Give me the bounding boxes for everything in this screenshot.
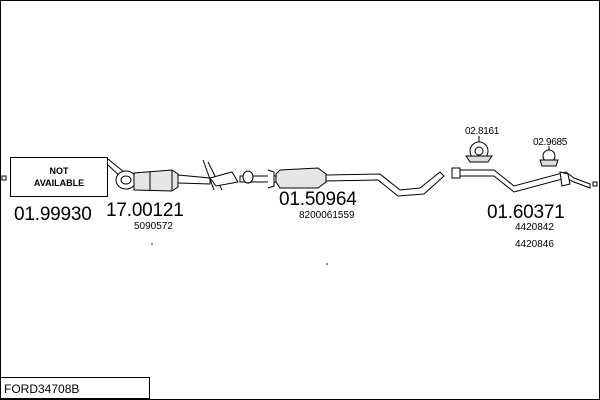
rear-silencer-drawing: [451, 167, 591, 193]
part-number-p4: 01.60371: [487, 202, 565, 223]
small-part-number-s2: 02.9685: [533, 137, 568, 148]
part-ref-p3-0: 8200061559: [299, 210, 355, 221]
small-part-02-8161-drawing: [465, 136, 493, 163]
dot-marker: [326, 263, 328, 265]
middle-silencer-drawing: [239, 167, 445, 197]
dot-marker: [151, 243, 153, 245]
part-number-p3: 01.50964: [279, 189, 357, 210]
not-available-label: NOT AVAILABLE: [33, 166, 85, 188]
part-number-p1: 01.99930: [14, 204, 92, 225]
left-edge-marker: [1, 175, 7, 181]
part-ref-p4-0: 4420842: [515, 222, 554, 233]
part-ref-p4-1: 4420846: [515, 239, 554, 250]
diagram-code: FORD34708B: [4, 382, 80, 396]
diagram-code-box: FORD34708B: [0, 377, 150, 399]
part-number-p2: 17.00121: [106, 200, 184, 221]
part-ref-p2-0: 5090572: [134, 221, 173, 232]
catalytic-converter-drawing: [107, 158, 239, 192]
not-available-box: NOT AVAILABLE: [10, 157, 108, 197]
small-part-number-s1: 02.8161: [465, 126, 500, 137]
small-part-02-9685-drawing: [539, 146, 559, 167]
right-edge-marker: [592, 181, 598, 187]
